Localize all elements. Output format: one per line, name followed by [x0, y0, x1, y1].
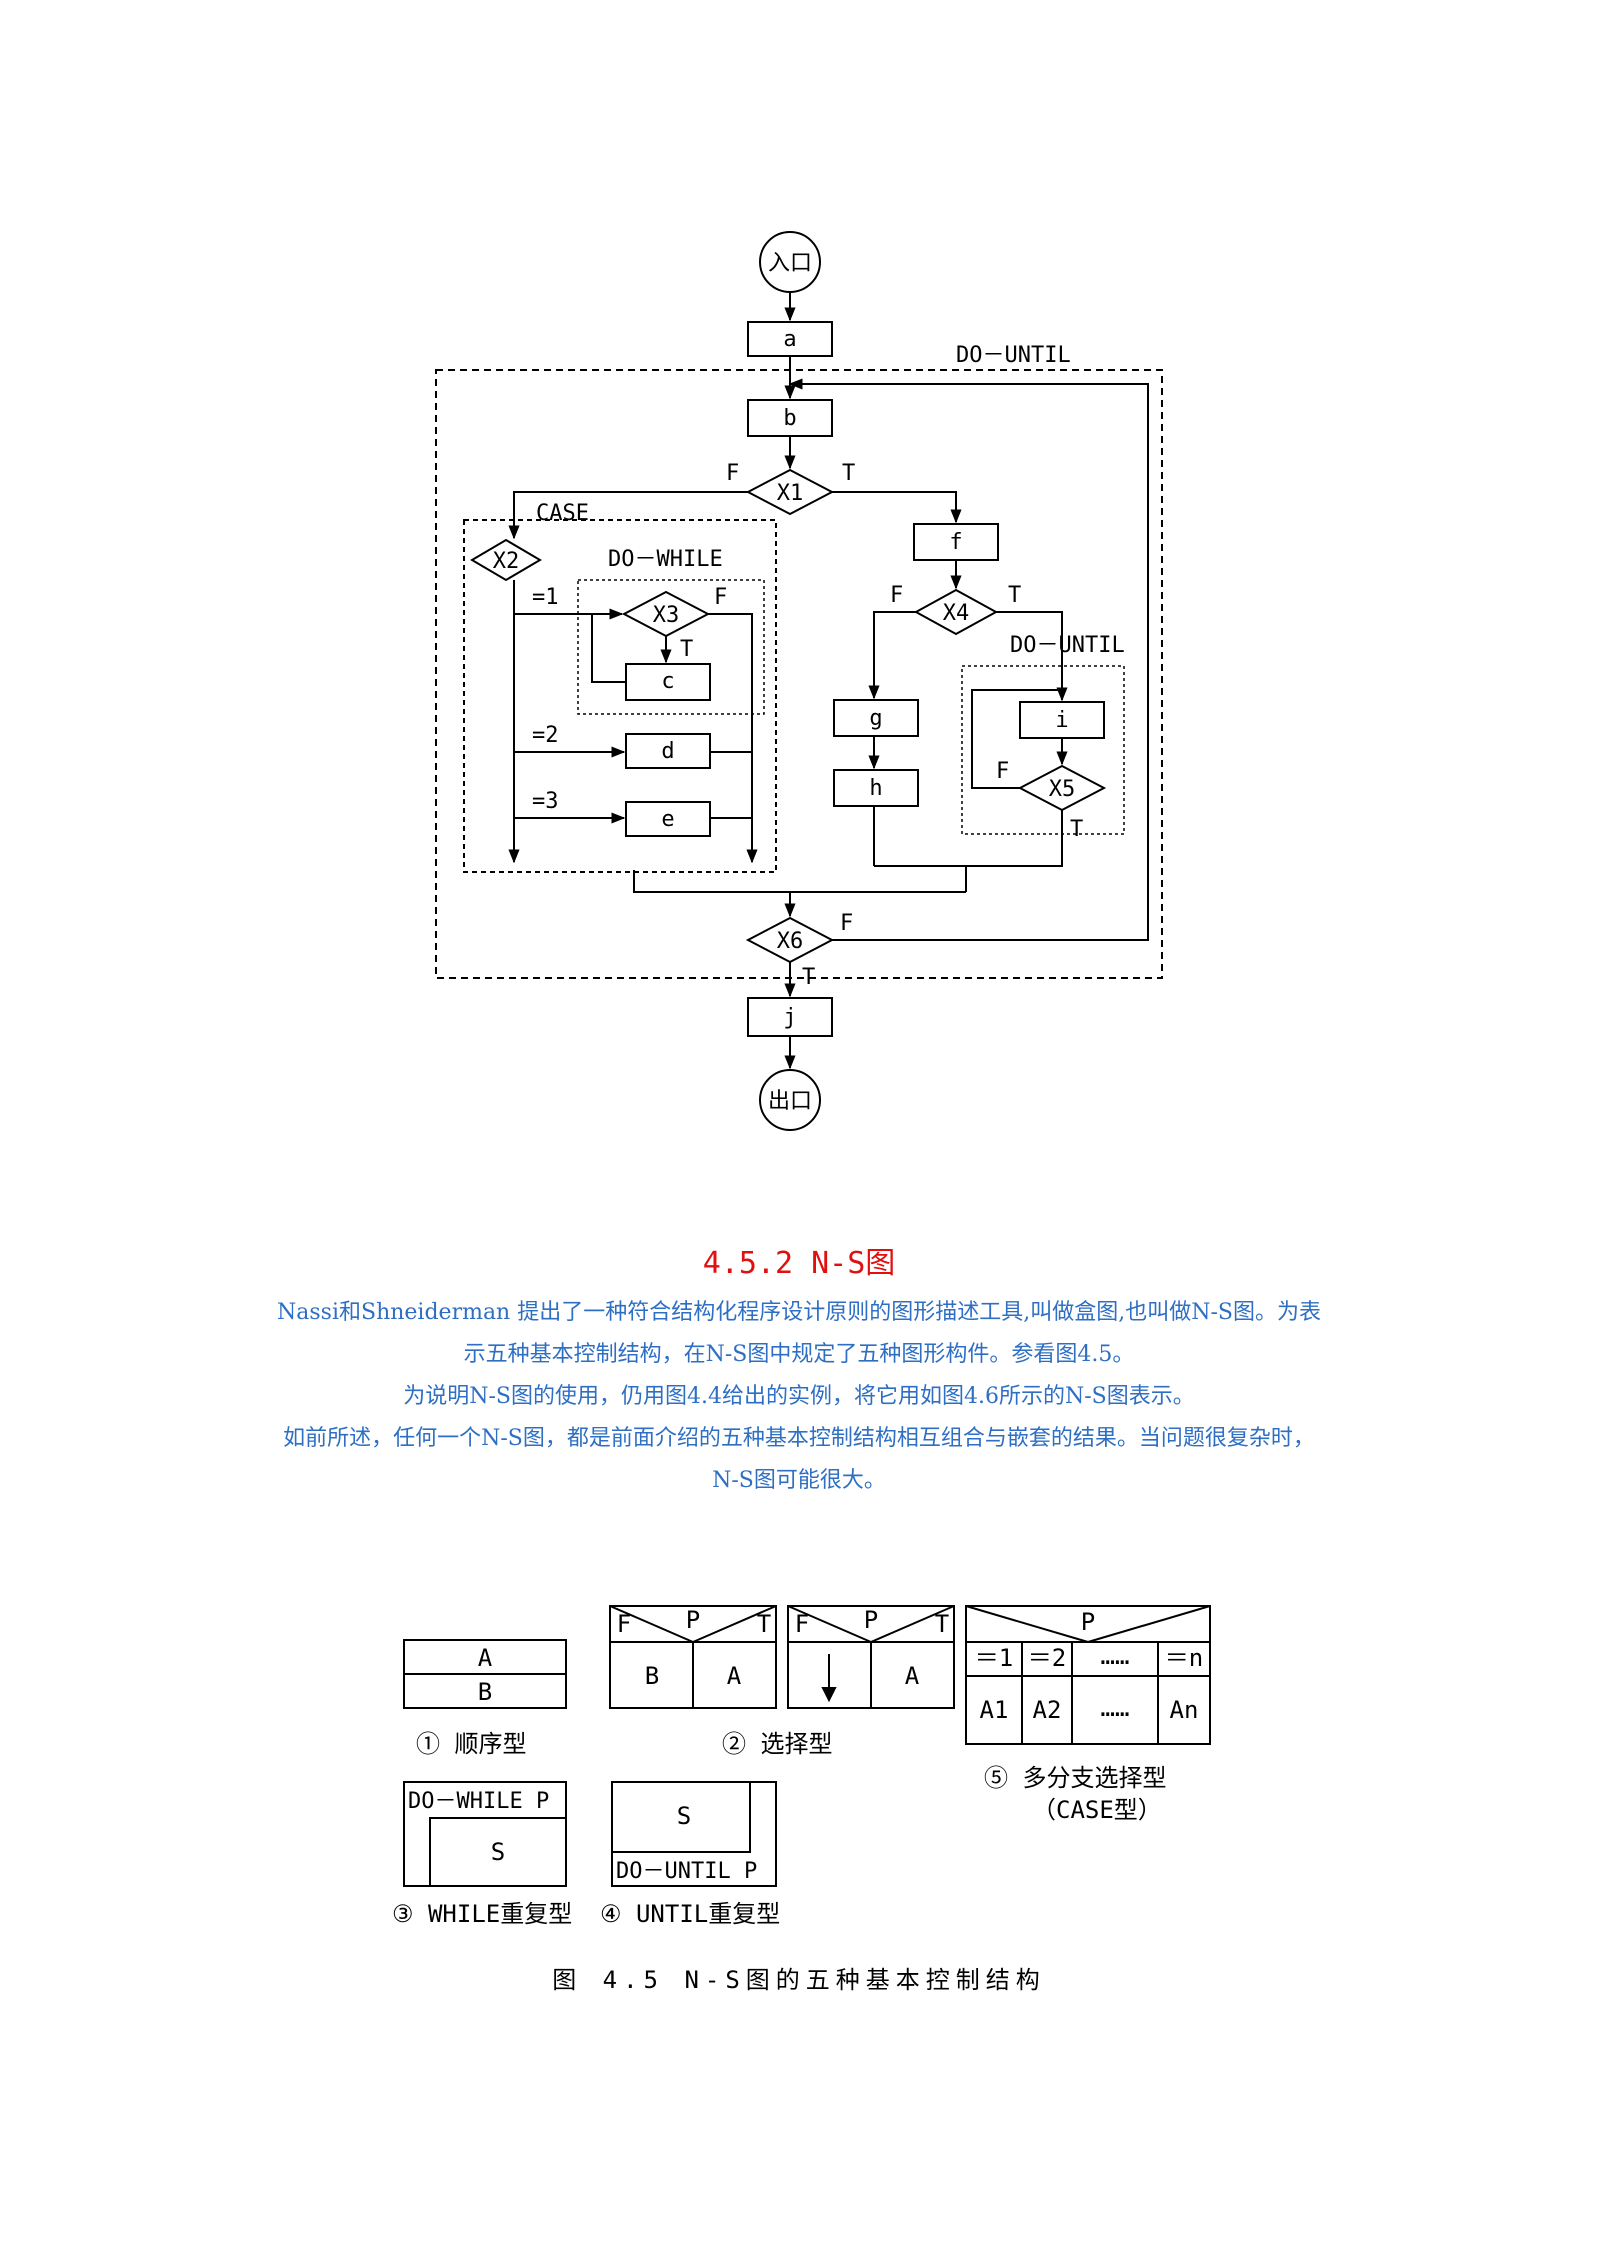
x6-t-label: T — [802, 965, 815, 990]
while-caption: ③ WHILE重复型 — [392, 1900, 572, 1928]
case-an: An — [1170, 1696, 1199, 1724]
selection-single-a: A — [905, 1662, 920, 1690]
case-c1: ＝1 — [975, 1644, 1013, 1672]
process-box-g — [833, 699, 919, 737]
entry-label: 入口 — [768, 251, 812, 276]
paragraph-2: 为说明N-S图的使用，仍用图4.4给出的实例，将它用如图4.6所示的N-S图表示… — [403, 1384, 1195, 1409]
paragraph-1: Nassi和Shneiderman 提出了一种符合结构化程序设计原则的图形描述工… — [277, 1300, 1321, 1367]
box-e-label: e — [661, 807, 674, 832]
x5-t-label: T — [1070, 817, 1083, 842]
process-box-h — [833, 769, 919, 807]
do-until-outer-region — [435, 369, 1163, 979]
while-label: DO－WHILE P — [408, 1789, 549, 1814]
box-h-label: h — [869, 776, 882, 801]
section-paragraphs: Nassi和Shneiderman 提出了一种符合结构化程序设计原则的图形描述工… — [270, 1292, 1328, 1502]
until-s: S — [677, 1802, 691, 1830]
do-while-region — [577, 579, 765, 715]
case-region — [463, 519, 777, 873]
sequence-caption: ① 顺序型 — [416, 1730, 526, 1758]
x4-t-label: T — [1008, 583, 1021, 608]
while-s: S — [491, 1838, 505, 1866]
x1-f-label: F — [726, 461, 739, 486]
case-dots-top: …… — [1101, 1642, 1130, 1670]
selection-b: B — [645, 1662, 659, 1690]
until-caption: ④ UNTIL重复型 — [600, 1900, 780, 1928]
do-until-inner-region — [961, 665, 1125, 835]
x5-label: X5 — [1049, 777, 1076, 802]
flowchart-diagram: 入口 出口 a b c d e f g h i j X1 X2 X3 X4 X5… — [435, 231, 1163, 1131]
until-label: DO－UNTIL P — [616, 1859, 757, 1884]
box-c-label: c — [661, 669, 674, 694]
x6-f-label: F — [840, 911, 853, 936]
x4-label: X4 — [943, 601, 970, 626]
case-cn: ＝n — [1165, 1644, 1203, 1672]
box-d-label: d — [661, 739, 674, 764]
box-g-label: g — [869, 706, 882, 731]
figure-caption: 图 4.5 N-S图的五种基本控制结构 — [552, 1966, 1046, 1994]
x4-f-label: F — [890, 583, 903, 608]
case-label: CASE — [536, 501, 589, 526]
x3-t-label: T — [680, 637, 693, 662]
selection-single-p: P — [864, 1606, 878, 1634]
do-while-label: DO－WHILE — [608, 547, 723, 572]
case-3-label: =3 — [532, 789, 559, 814]
sequence-a: A — [478, 1644, 493, 1672]
sequence-b: B — [478, 1678, 492, 1706]
selection-caption: ② 选择型 — [722, 1730, 832, 1758]
exit-node — [759, 1069, 821, 1131]
box-a-label: a — [783, 327, 796, 352]
case-caption-2: （CASE型） — [1032, 1796, 1162, 1824]
case-c2: ＝2 — [1028, 1644, 1066, 1672]
x3-label: X3 — [653, 603, 680, 628]
decision-x2 — [470, 538, 542, 582]
selection-f: F — [617, 1610, 631, 1638]
x1-t-label: T — [842, 461, 855, 486]
selection-single-f: F — [795, 1610, 809, 1638]
case-2-label: =2 — [532, 723, 559, 748]
selection-p: P — [686, 1606, 700, 1634]
paragraph-3: 如前所述，任何一个N-S图，都是前面介绍的五种基本控制结构相互组合与嵌套的结果。… — [283, 1426, 1315, 1493]
x1-label: X1 — [777, 481, 804, 506]
do-until-inner-label: DO－UNTIL — [1010, 633, 1125, 658]
selection-t: T — [757, 1610, 771, 1638]
x2-label: X2 — [493, 549, 520, 574]
box-j-label: j — [783, 1005, 796, 1030]
case-1-label: =1 — [532, 585, 559, 610]
do-until-outer-label: DO－UNTIL — [956, 343, 1071, 368]
selection-single-t: T — [935, 1610, 949, 1638]
x3-f-label: F — [714, 585, 727, 610]
while-block — [403, 1781, 567, 1887]
box-f-label: f — [949, 530, 962, 555]
case-caption-1: ⑤ 多分支选择型 — [984, 1764, 1166, 1792]
exit-label: 出口 — [768, 1089, 812, 1114]
box-b-label: b — [783, 406, 796, 431]
selection-a: A — [727, 1662, 742, 1690]
case-a2: A2 — [1033, 1696, 1062, 1724]
case-dots-bottom: …… — [1101, 1694, 1130, 1722]
section-heading: 4.5.2 N-S图 — [702, 1246, 896, 1281]
x6-label: X6 — [777, 929, 804, 954]
decision-x1 — [745, 468, 835, 516]
box-i-label: i — [1055, 708, 1068, 733]
x5-f-label: F — [996, 759, 1009, 784]
decision-x4 — [913, 588, 999, 636]
case-a1: A1 — [980, 1696, 1009, 1724]
case-p: P — [1081, 1608, 1095, 1636]
until-block — [611, 1781, 777, 1887]
